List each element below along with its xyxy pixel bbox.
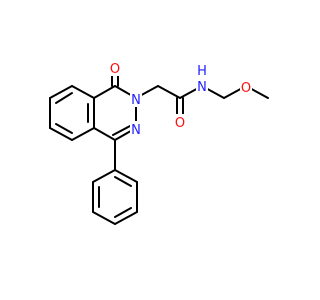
atom-h-amide: H (197, 64, 207, 79)
atom-n-ring2: N (131, 123, 141, 138)
bonds (49, 67, 269, 225)
bond (71, 127, 95, 141)
label-bg (196, 64, 208, 94)
bond (92, 211, 116, 225)
bond (157, 85, 181, 99)
bond (114, 169, 138, 183)
bond (71, 85, 95, 99)
atom-n-amide: N (197, 80, 207, 95)
atom-o-carbonyl: O (110, 62, 120, 77)
molecule-structure: O N N O N H O (49, 60, 269, 225)
double-bond-inner (114, 176, 132, 187)
bond (114, 211, 138, 225)
bond (49, 127, 73, 141)
double-bond-inner (112, 125, 131, 136)
double-bond-inner (55, 92, 73, 104)
label-bg (240, 79, 252, 95)
label-bg (174, 114, 186, 130)
double-bond-inner (114, 207, 132, 218)
label-bg (130, 121, 142, 137)
atom-labels: O N N O N H O (109, 60, 252, 138)
label-bg (109, 60, 121, 76)
atom-o-ether: O (241, 81, 251, 96)
double-bond-inner (55, 123, 73, 134)
atom-o-amide: O (175, 116, 185, 131)
label-bg (130, 91, 142, 107)
bond (92, 169, 116, 183)
bond (93, 85, 116, 99)
bond (93, 127, 116, 141)
atom-n-ring: N (131, 93, 141, 108)
bond (49, 85, 73, 99)
